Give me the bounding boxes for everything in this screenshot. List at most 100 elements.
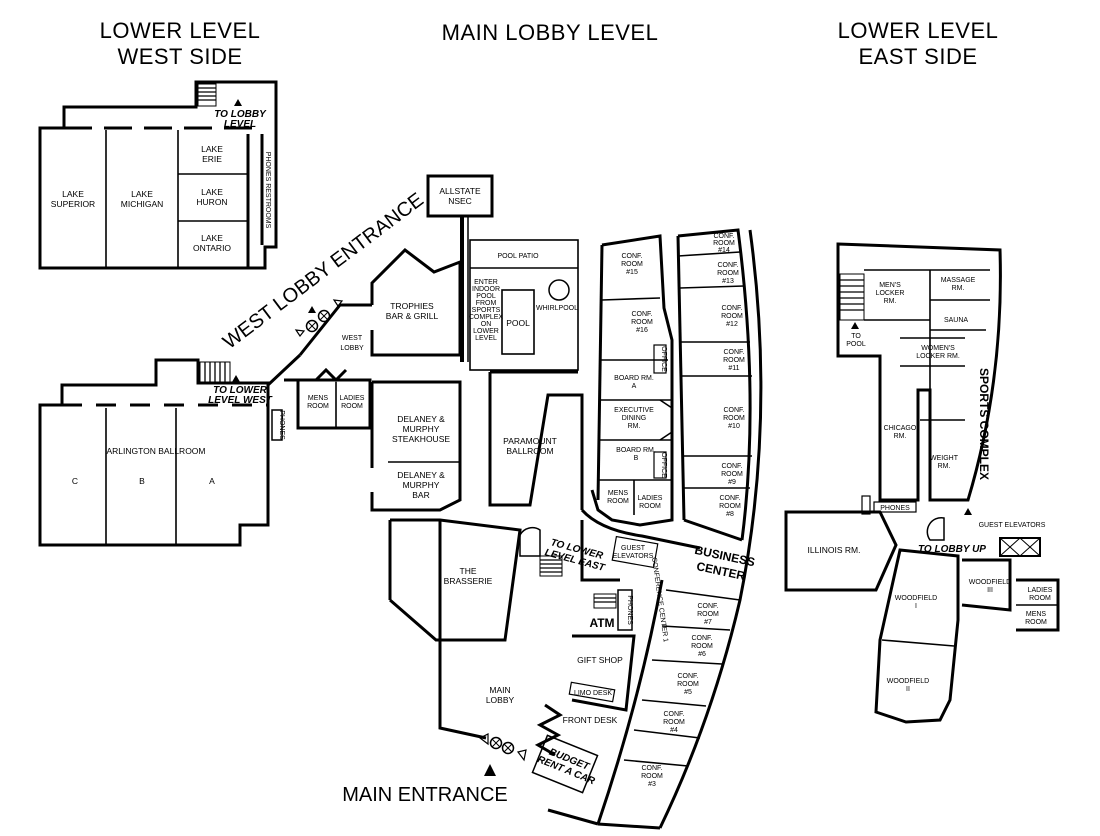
room-conf-3[interactable]: CONF. ROOM #3	[641, 765, 663, 788]
room-conf-11[interactable]: CONF. ROOM #11	[723, 349, 745, 372]
room-mens-locker[interactable]: MEN'S LOCKER RM.	[876, 282, 905, 305]
room-sauna[interactable]: SAUNA	[944, 317, 968, 324]
label-atm: ATM	[589, 616, 614, 630]
room-lake-huron[interactable]: LAKE HURON	[196, 187, 227, 207]
stairs-atm[interactable]	[593, 593, 617, 609]
whirlpool[interactable]	[548, 279, 570, 301]
stairs-east-pool[interactable]	[839, 273, 865, 321]
room-conf-12[interactable]: CONF. ROOM #12	[721, 305, 743, 328]
svg-text:INDOOR: INDOOR	[472, 286, 500, 293]
pool[interactable]	[501, 289, 535, 355]
svg-text:HURON: HURON	[196, 197, 227, 207]
room-woodfield-1[interactable]: WOODFIELD I	[895, 595, 937, 610]
room-arlington-ballroom[interactable]: ARLINGTON BALLROOM	[106, 446, 205, 456]
label-west-lobby-entrance: WEST LOBBY ENTRANCE	[219, 189, 428, 354]
label-phones-main: PHONES	[278, 410, 285, 440]
svg-text:EXECUTIVE: EXECUTIVE	[614, 407, 654, 414]
svg-text:LOCKER: LOCKER	[876, 290, 905, 297]
room-paramount-ballroom[interactable]: PARAMOUNT BALLROOM	[503, 436, 557, 456]
room-board-a[interactable]: BOARD RM. A	[614, 375, 654, 390]
label-pool-patio: POOL PATIO	[497, 253, 539, 260]
label-pool: POOL	[506, 318, 530, 328]
room-delaney-murphy-bar[interactable]: DELANEY & MURPHY BAR	[397, 470, 445, 500]
room-lake-ontario[interactable]: LAKE ONTARIO	[193, 233, 231, 253]
svg-text:RM.: RM.	[938, 463, 951, 470]
west-lobby-doors[interactable]	[294, 299, 344, 338]
label-office-2: OFFICE	[660, 452, 667, 478]
room-ladies-room-east[interactable]: LADIES ROOM	[1028, 587, 1053, 602]
west-stairs[interactable]	[197, 83, 217, 107]
arrow-icon	[308, 306, 316, 313]
svg-text:ROOM: ROOM	[663, 719, 685, 726]
room-mens-room-main[interactable]: MENS ROOM	[307, 395, 329, 410]
svg-text:MASSAGE: MASSAGE	[941, 277, 976, 284]
svg-text:BOARD RM.: BOARD RM.	[614, 375, 654, 382]
room-delaney-murphy-steakhouse[interactable]: DELANEY & MURPHY STEAKHOUSE	[392, 414, 450, 444]
room-chicago[interactable]: CHICAGO RM.	[884, 425, 917, 440]
svg-text:ILLINOIS RM.: ILLINOIS RM.	[808, 545, 861, 555]
room-conf-15[interactable]: CONF. ROOM #15	[621, 253, 643, 276]
room-woodfield-2[interactable]: WOODFIELD II	[887, 678, 929, 693]
room-the-brasserie[interactable]: THE BRASSERIE	[444, 566, 493, 586]
svg-text:#4: #4	[670, 727, 678, 734]
svg-text:ROOM: ROOM	[713, 240, 735, 247]
room-ladies-room-conf[interactable]: LADIES ROOM	[638, 495, 663, 510]
label-to-lobby-1: TO LOBBY	[214, 109, 267, 120]
room-conf-16[interactable]: CONF. ROOM #16	[631, 311, 653, 334]
room-ladies-room-main[interactable]: LADIES ROOM	[340, 395, 365, 410]
room-board-b[interactable]: BOARD RM. B	[616, 447, 656, 462]
stairs-lower-east[interactable]	[539, 555, 563, 577]
label-allstate-1: ALLSTATE	[439, 186, 481, 196]
svg-text:BAR: BAR	[412, 490, 429, 500]
svg-text:ON: ON	[481, 321, 492, 328]
main-entrance-doors[interactable]	[478, 733, 527, 762]
svg-text:MENS: MENS	[308, 395, 329, 402]
room-illinois[interactable]: ILLINOIS RM.	[808, 545, 861, 555]
room-woodfield-3[interactable]: WOODFIELD III	[969, 579, 1011, 594]
area-main-lobby[interactable]: MAIN LOBBY	[486, 685, 515, 705]
svg-text:SUPERIOR: SUPERIOR	[51, 199, 95, 209]
svg-text:CONF.: CONF.	[724, 407, 745, 414]
room-womens-locker[interactable]: WOMEN'S LOCKER RM.	[916, 345, 960, 360]
label-main-entrance: MAIN ENTRANCE	[342, 784, 508, 806]
svg-text:LOCKER RM.: LOCKER RM.	[916, 353, 960, 360]
guest-elevators-east[interactable]	[999, 537, 1041, 557]
svg-text:RM.: RM.	[952, 285, 965, 292]
room-conf-8[interactable]: CONF. ROOM #8	[719, 495, 741, 518]
room-conf-9[interactable]: CONF. ROOM #9	[721, 463, 743, 486]
svg-text:MENS: MENS	[1026, 611, 1047, 618]
room-weight[interactable]: WEIGHT RM.	[930, 455, 959, 470]
room-conf-10[interactable]: CONF. ROOM #10	[723, 407, 745, 430]
svg-text:DELANEY &: DELANEY &	[397, 470, 445, 480]
room-conf-5[interactable]: CONF. ROOM #5	[677, 673, 699, 696]
label-phones-restrooms: PHONES RESTROOMS	[264, 152, 271, 229]
svg-text:BAR & GRILL: BAR & GRILL	[386, 311, 439, 321]
svg-text:CONF.: CONF.	[722, 463, 743, 470]
room-trophies-bar-grill[interactable]: TROPHIES BAR & GRILL	[386, 301, 439, 321]
room-conf-6[interactable]: CONF. ROOM #6	[691, 635, 713, 658]
room-massage[interactable]: MASSAGE RM.	[941, 277, 976, 292]
area-west-lobby[interactable]: WEST LOBBY	[340, 335, 364, 352]
label-to-pool-2: POOL	[846, 341, 866, 348]
room-mens-room-east[interactable]: MENS ROOM	[1025, 611, 1047, 626]
room-lake-erie[interactable]: LAKE ERIE	[201, 144, 223, 164]
arlington-section-a: A	[209, 476, 215, 486]
room-executive-dining[interactable]: EXECUTIVE DINING RM.	[614, 407, 654, 430]
room-gift-shop[interactable]: GIFT SHOP	[577, 655, 623, 665]
room-conf-14[interactable]: CONF. ROOM #14	[713, 233, 735, 254]
title-west-line1: LOWER LEVEL	[100, 18, 261, 43]
area-pool-patio[interactable]	[469, 239, 579, 371]
svg-text:CONF.: CONF.	[724, 349, 745, 356]
stairs-lower-west[interactable]	[199, 361, 231, 383]
room-lake-superior[interactable]: LAKE SUPERIOR	[51, 189, 95, 209]
room-conf-13[interactable]: CONF. ROOM #13	[717, 262, 739, 285]
svg-text:ROOM: ROOM	[723, 415, 745, 422]
room-conf-7[interactable]: CONF. ROOM #7	[697, 603, 719, 626]
svg-text:CONF.: CONF.	[622, 253, 643, 260]
svg-text:MURPHY: MURPHY	[403, 480, 440, 490]
svg-text:II: II	[906, 686, 910, 693]
room-lake-michigan[interactable]: LAKE MICHIGAN	[121, 189, 164, 209]
room-conf-4[interactable]: CONF. ROOM #4	[663, 711, 685, 734]
room-mens-room-conf[interactable]: MENS ROOM	[607, 490, 629, 505]
guest-elevators-main[interactable]: GUEST ELEVATORS	[611, 535, 659, 569]
